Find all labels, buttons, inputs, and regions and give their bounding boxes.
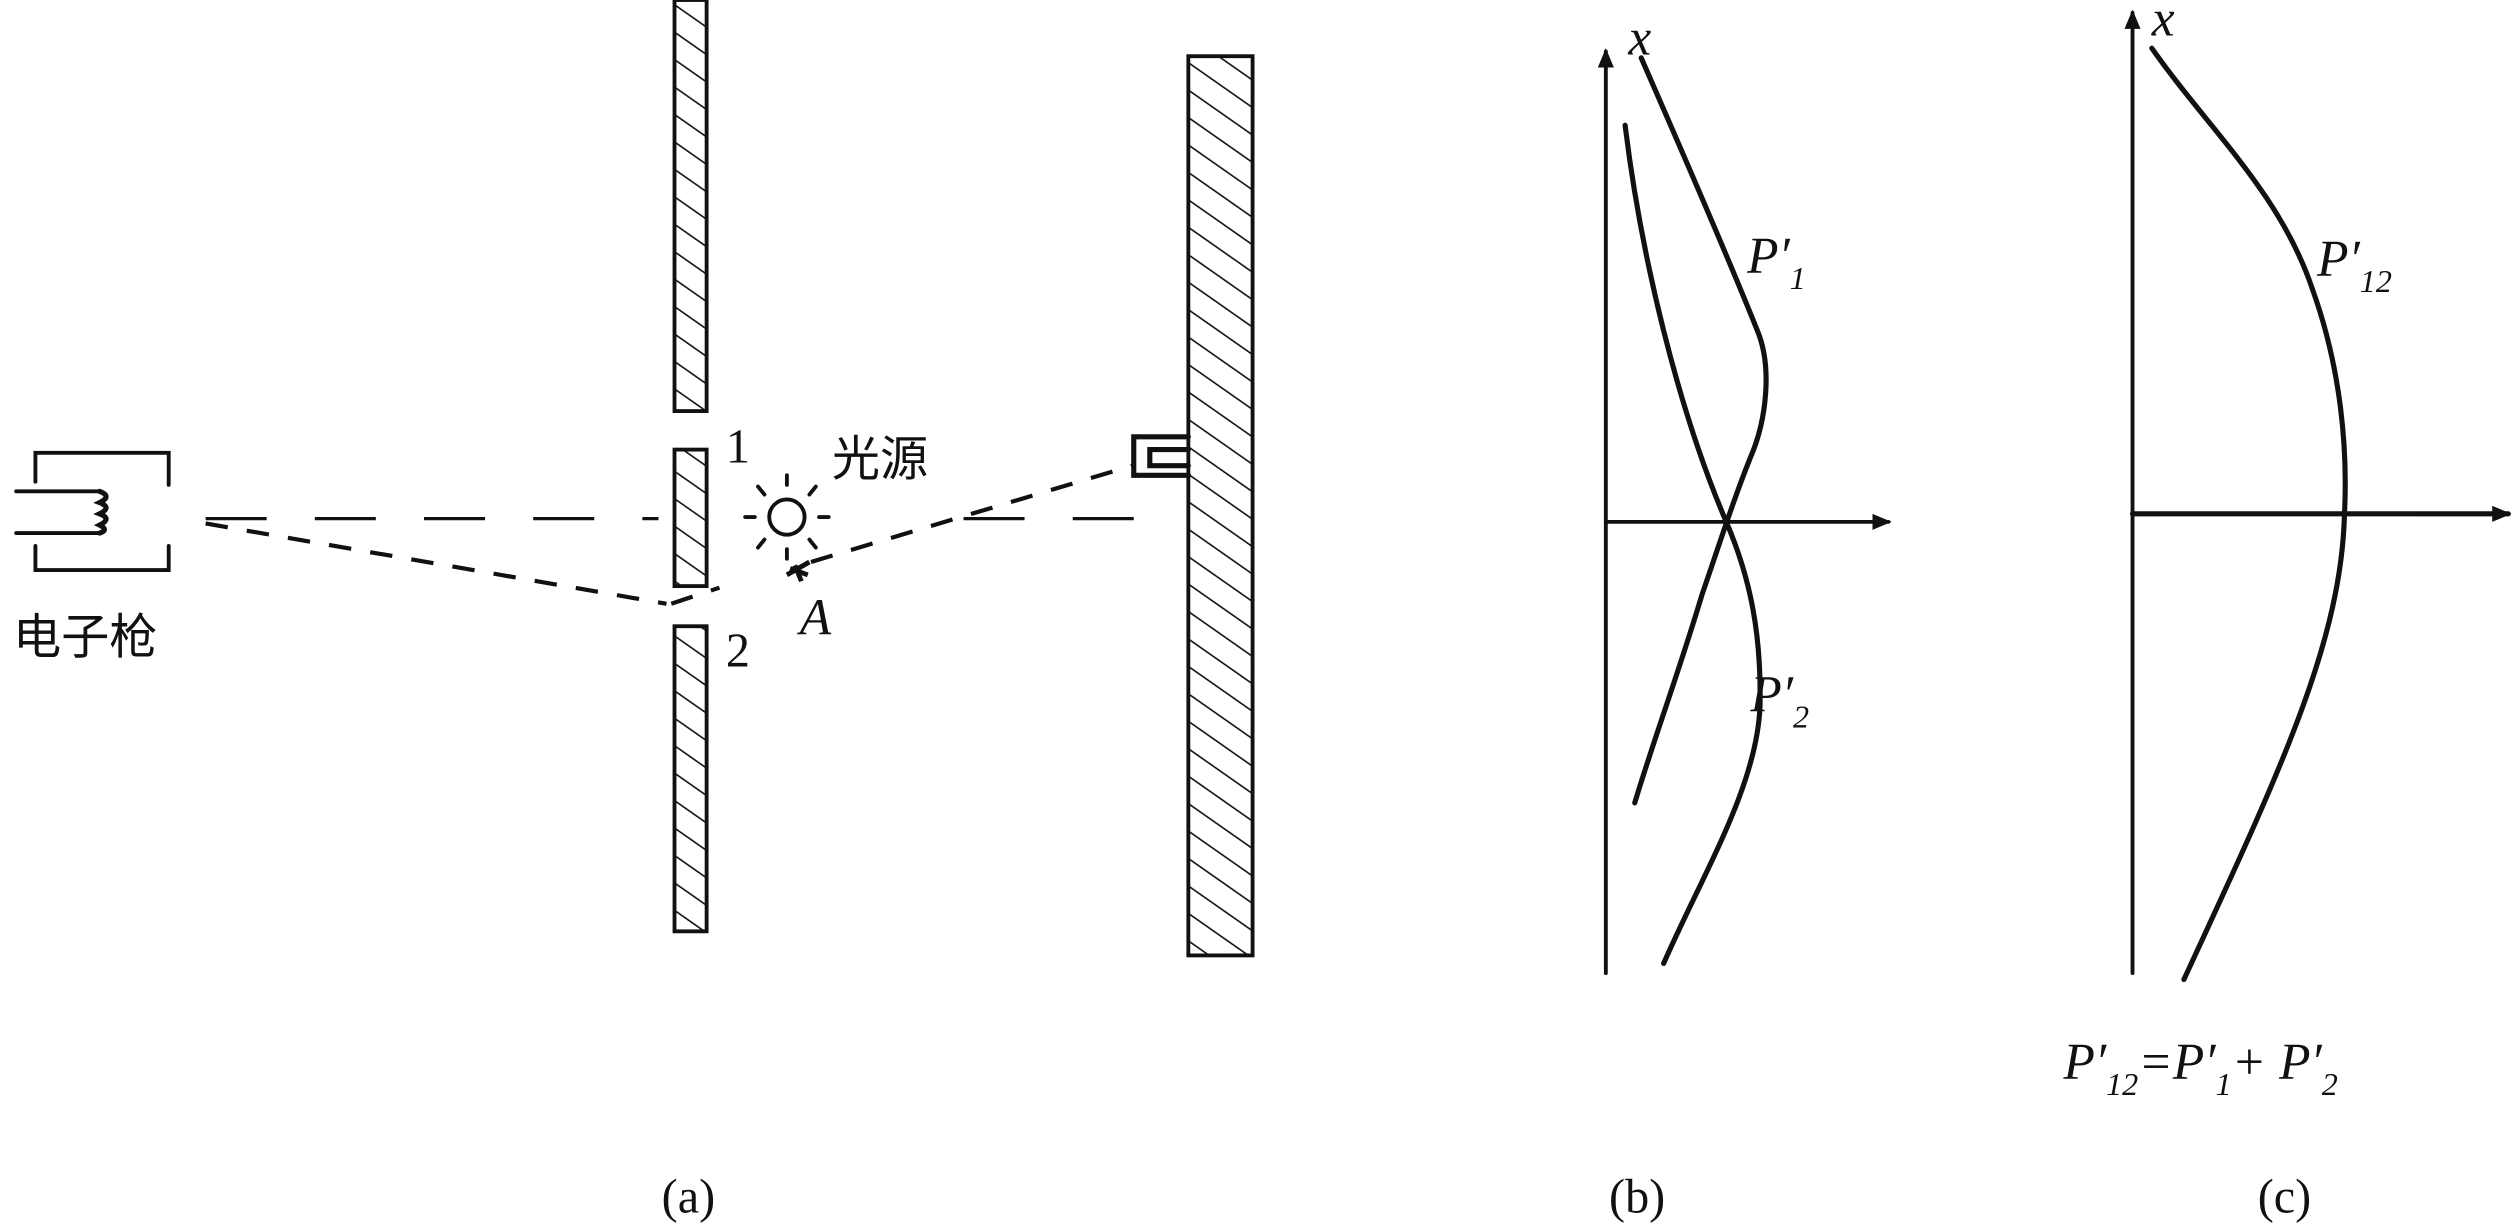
scatter-spark-icon (785, 559, 811, 583)
p1-curve (1632, 55, 1769, 806)
light-source-label: 光源 (832, 431, 928, 487)
detector-icon (1131, 434, 1191, 478)
caption-b: (b) (1609, 1170, 1665, 1223)
electron-paths (205, 463, 1182, 606)
filament-coil-icon (93, 488, 109, 536)
point-a-label: A (797, 589, 832, 646)
light-source-sun-icon (743, 473, 831, 561)
p12-curve (2149, 45, 2348, 983)
caption-c: (c) (2258, 1170, 2311, 1223)
x-axis-label: x (2151, 0, 2175, 47)
panel-c: x P′12 P′12=P′1+ P′2 (c) (2062, 0, 2512, 1223)
slit-1-label: 1 (726, 420, 750, 473)
p2-label: P′2 (1749, 666, 1809, 734)
electron-gun (14, 450, 171, 572)
detector-screen (1131, 54, 1255, 958)
caption-a: (a) (662, 1170, 715, 1223)
panel-b: x P′1 P′2 (b) (1597, 10, 1892, 1223)
electron-gun-label: 电子枪 (13, 610, 157, 666)
p1-label: P′1 (1746, 228, 1806, 296)
p12-label: P′12 (2316, 231, 2392, 299)
slit-wall (672, 0, 709, 934)
sum-equation: P′12=P′1+ P′2 (2062, 1034, 2337, 1102)
panel-a: 电子枪 1 2 光源 A (13, 0, 1255, 1223)
p2-curve (1622, 122, 1763, 967)
slit-2-label: 2 (726, 624, 750, 677)
